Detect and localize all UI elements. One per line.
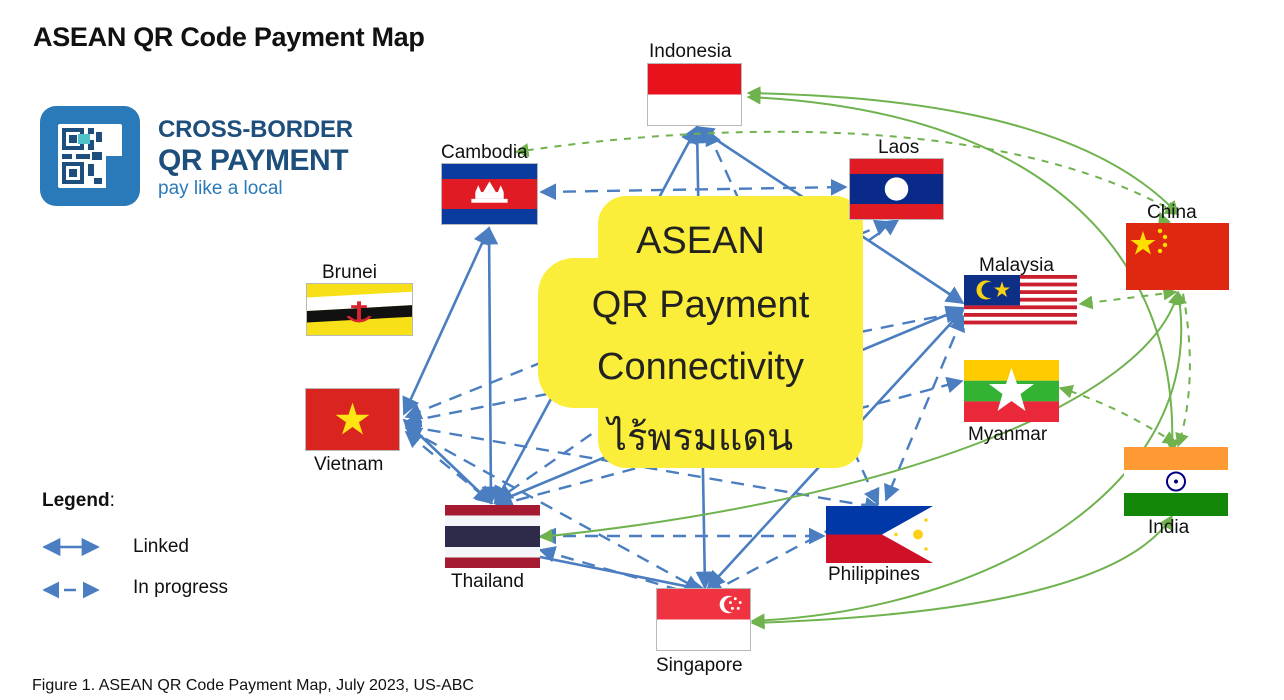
label-india: India <box>1148 517 1190 538</box>
legend-title-text: Legend <box>42 490 110 511</box>
bubble-line-connectivity: Connectivity <box>597 346 804 388</box>
flag-india-icon <box>1124 447 1228 516</box>
progress-malaysia-philippines <box>884 314 965 502</box>
flag-china-icon <box>1126 223 1229 290</box>
label-thailand: Thailand <box>451 571 524 592</box>
label-vietnam: Vietnam <box>314 454 384 475</box>
logo-text-cross-border: CROSS-BORDER <box>158 116 353 143</box>
legend-linked-arrow-icon <box>42 537 100 557</box>
progress-vietnam-thailand-2 <box>404 430 494 505</box>
flag-thailand-icon <box>445 505 540 568</box>
label-philippines: Philippines <box>828 564 920 585</box>
bubble-line-asean: ASEAN <box>636 220 765 262</box>
legend-title-colon: : <box>109 490 115 511</box>
bubble-line-thai: ไร้พรมแดน <box>607 417 794 459</box>
bubble-line-qr-payment: QR Payment <box>591 284 810 326</box>
cross-border-qr-logo: CROSS-BORDER QR PAYMENT pay like a local <box>38 104 358 210</box>
label-china: China <box>1147 202 1197 223</box>
flag-malaysia-icon <box>964 275 1077 328</box>
flag-laos-icon <box>849 158 944 220</box>
flag-singapore-icon <box>656 588 751 651</box>
flag-vietnam-icon <box>305 388 400 451</box>
label-myanmar: Myanmar <box>968 424 1048 445</box>
legend-inprogress-arrow-icon <box>42 581 100 599</box>
link-cambodia-vietnam <box>402 226 491 416</box>
figure-caption: Figure 1. ASEAN QR Code Payment Map, Jul… <box>32 677 474 694</box>
asean-connectivity-bubble: ASEAN QR Payment Connectivity ไร้พรมแดน <box>538 196 863 468</box>
label-cambodia: Cambodia <box>441 142 528 163</box>
progress-china-cambodia <box>514 130 1180 215</box>
logo-tagline: pay like a local <box>158 178 283 199</box>
flag-myanmar-icon <box>964 360 1059 422</box>
label-singapore: Singapore <box>656 655 743 676</box>
label-brunei: Brunei <box>322 262 377 283</box>
page-title: ASEAN QR Code Payment Map <box>33 22 425 52</box>
progress-china-malaysia <box>1078 286 1178 310</box>
flag-brunei-icon <box>306 283 413 336</box>
legend-linked-label: Linked <box>133 536 189 557</box>
qr-code-icon <box>40 106 140 206</box>
progress-cambodia-laos <box>539 178 848 201</box>
logo-text-qr-payment: QR PAYMENT <box>158 144 349 177</box>
flag-cambodia-icon <box>441 163 538 225</box>
label-malaysia: Malaysia <box>979 255 1054 276</box>
legend-title: Legend: <box>42 490 115 512</box>
flag-philippines-icon <box>826 506 933 563</box>
label-indonesia: Indonesia <box>649 41 732 62</box>
link-india-singapore <box>750 514 1173 630</box>
legend-inprogress-label: In progress <box>133 577 229 598</box>
flag-indonesia-icon <box>647 63 742 126</box>
link-cambodia-thailand <box>480 226 500 505</box>
label-laos: Laos <box>878 137 920 158</box>
